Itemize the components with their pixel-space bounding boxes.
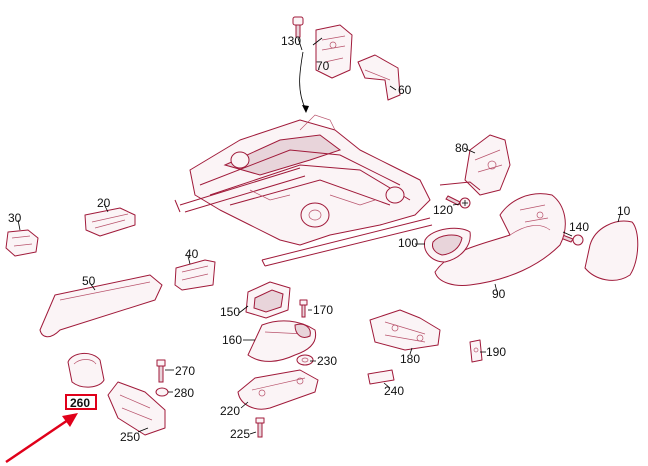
part-220[interactable]	[237, 369, 319, 410]
part-30[interactable]	[5, 229, 39, 257]
part-280[interactable]	[155, 387, 169, 397]
callout-90: 90	[492, 287, 506, 301]
part-20[interactable]	[84, 207, 136, 237]
callout-50: 50	[82, 274, 96, 288]
callout-190: 190	[486, 345, 506, 359]
callout-280: 280	[174, 386, 194, 400]
part-120[interactable]	[445, 195, 471, 209]
part-170[interactable]	[299, 299, 308, 318]
part-100[interactable]	[423, 227, 471, 263]
callout-240: 240	[384, 384, 404, 398]
part-190[interactable]	[469, 339, 483, 363]
seat-frame[interactable]	[174, 114, 433, 267]
callout-180: 180	[400, 352, 420, 366]
callout-70: 70	[316, 59, 330, 73]
part-60[interactable]	[357, 54, 401, 101]
callout-140: 140	[569, 220, 589, 234]
part-80[interactable]	[439, 134, 511, 196]
highlight-box-260	[65, 394, 97, 410]
callout-60: 60	[398, 83, 412, 97]
part-130[interactable]	[292, 16, 304, 51]
part-230[interactable]	[296, 354, 314, 366]
part-70[interactable]	[315, 24, 353, 79]
part-250[interactable]	[107, 381, 166, 436]
callout-150: 150	[220, 305, 240, 319]
callout-160: 160	[222, 333, 242, 347]
part-50[interactable]	[39, 274, 163, 338]
callout-10: 10	[617, 204, 631, 218]
part-90[interactable]	[434, 193, 566, 286]
callout-270: 270	[175, 364, 195, 378]
part-150[interactable]	[245, 281, 291, 319]
callout-170: 170	[313, 303, 333, 317]
callout-250: 250	[120, 430, 140, 444]
callout-20: 20	[97, 196, 111, 210]
callout-130: 130	[281, 34, 301, 48]
part-225[interactable]	[255, 417, 265, 438]
part-40[interactable]	[174, 259, 216, 291]
callout-100: 100	[398, 236, 418, 250]
part-260[interactable]	[67, 353, 105, 388]
callout-40: 40	[185, 247, 199, 261]
callout-225: 225	[230, 427, 250, 441]
part-160[interactable]	[247, 320, 317, 362]
callout-120: 120	[433, 203, 453, 217]
pointer-arrow	[5, 413, 78, 464]
part-10[interactable]	[584, 220, 639, 281]
callout-220: 220	[220, 404, 240, 418]
callout-260[interactable]: 260	[70, 396, 90, 410]
callout-30: 30	[8, 211, 22, 225]
callout-80: 80	[455, 141, 469, 155]
callout-230: 230	[317, 354, 337, 368]
part-240[interactable]	[367, 369, 395, 385]
part-270[interactable]	[156, 359, 166, 383]
part-180[interactable]	[369, 309, 441, 351]
